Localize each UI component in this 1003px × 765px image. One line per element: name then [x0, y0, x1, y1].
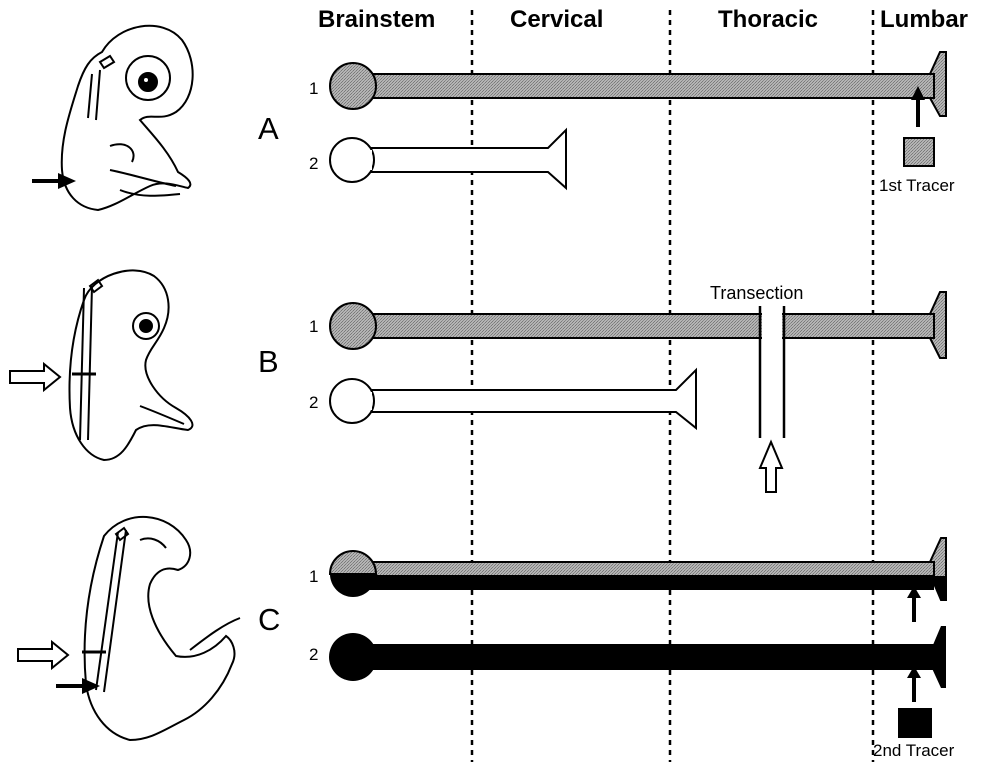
second-tracer-box	[898, 708, 932, 738]
first-tracer-box	[904, 138, 934, 166]
embryo-c-injection-arrow	[56, 678, 100, 694]
neuron-b1	[330, 292, 946, 358]
neuron-c2	[329, 626, 946, 688]
neuron-a1	[330, 52, 946, 116]
neuron-a2	[330, 130, 566, 188]
filled-arrow-icon	[907, 586, 921, 622]
embryo-a-illustration	[62, 26, 193, 210]
embryo-b-illustration	[70, 270, 193, 460]
open-arrow-icon	[18, 642, 68, 668]
neuron-c1	[330, 538, 946, 600]
second-tracer-injection	[898, 666, 932, 738]
open-arrow-icon	[10, 364, 60, 390]
open-arrow-icon	[760, 442, 782, 492]
filled-arrow-icon	[58, 173, 76, 189]
neuron-b2	[330, 370, 696, 428]
embryo-c-illustration	[82, 517, 240, 740]
embryo-a-injection-arrow	[32, 173, 76, 189]
